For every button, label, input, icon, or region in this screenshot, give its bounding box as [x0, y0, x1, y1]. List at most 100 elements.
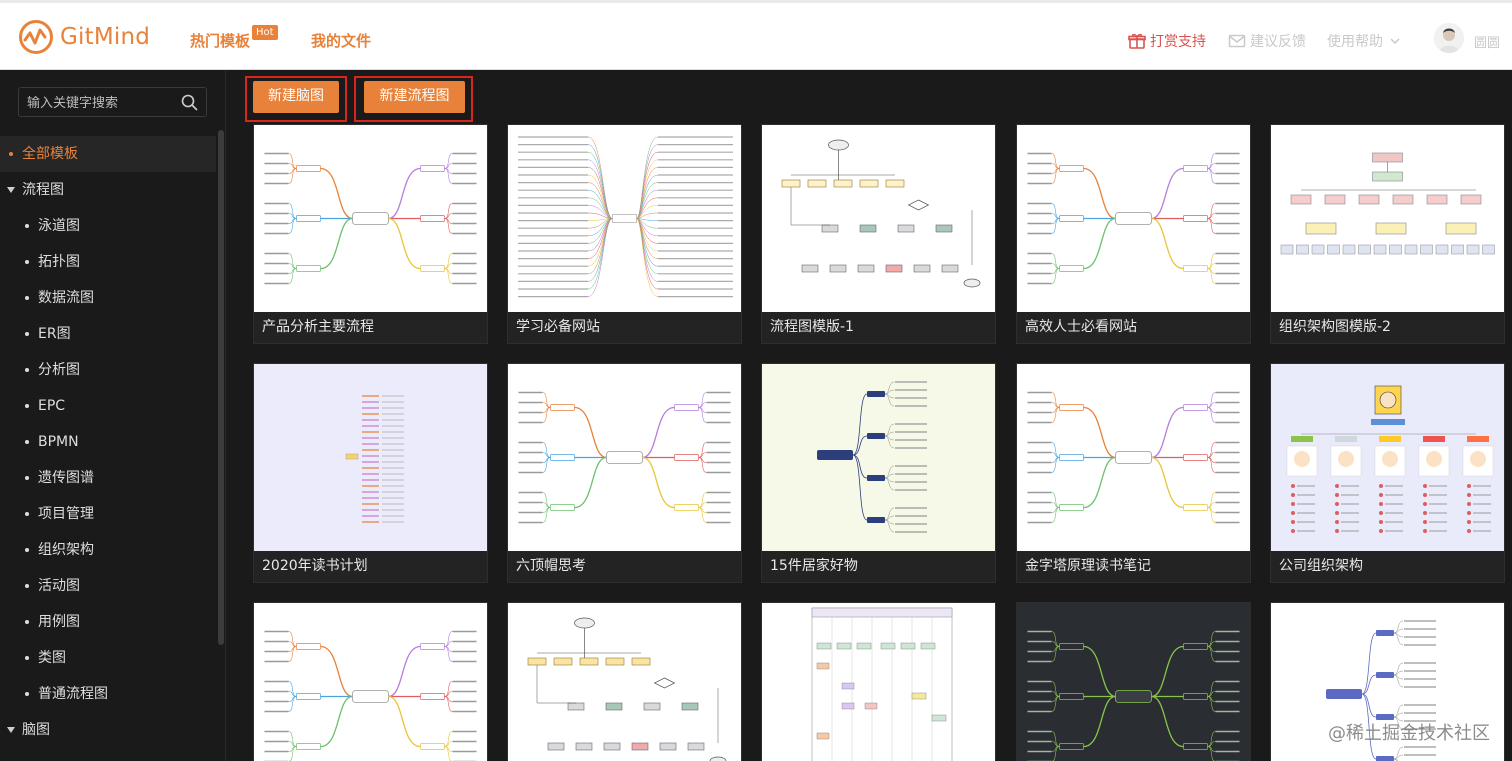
template-preview: [1027, 630, 1240, 761]
sidebar-item-swimlane[interactable]: 泳道图: [0, 208, 216, 244]
sidebar-item-er[interactable]: ER图: [0, 316, 216, 352]
highlight-box: [354, 76, 473, 122]
nav-my-files[interactable]: 我的文件: [311, 32, 372, 50]
sidebar-item-label: 组织架构: [38, 542, 94, 558]
template-preview: [811, 607, 953, 761]
username[interactable]: 圆圆: [1474, 36, 1501, 51]
template-preview: [1027, 391, 1240, 524]
new-flowchart-button[interactable]: 新建流程图: [364, 81, 465, 113]
sidebar-item-label: 遗传图谱: [38, 470, 94, 486]
mail-icon: [1228, 34, 1246, 48]
sidebar-item-label: 活动图: [38, 578, 80, 594]
template-thumbnail: [1271, 125, 1504, 312]
template-card[interactable]: 公司组织架构: [1270, 363, 1505, 583]
template-preview: [264, 630, 477, 761]
template-card[interactable]: 学习必备网站: [507, 124, 742, 344]
template-preview: [1280, 152, 1495, 255]
template-card[interactable]: 组织架构图模版-2: [1270, 124, 1505, 344]
sidebar-item-label: 拓扑图: [38, 254, 80, 270]
template-card[interactable]: 高效人士必看网站: [1016, 124, 1251, 344]
gitmind-logo-icon: [19, 20, 53, 54]
template-thumbnail: [508, 364, 741, 551]
search-icon[interactable]: [181, 94, 198, 111]
sidebar-item-genogram[interactable]: 遗传图谱: [0, 460, 216, 496]
template-card[interactable]: [507, 602, 742, 761]
template-card[interactable]: [253, 602, 488, 761]
template-title: 公司组织架构: [1279, 558, 1363, 574]
template-thumbnail: [254, 125, 487, 312]
sidebar-item-basic-flowchart[interactable]: 普通流程图: [0, 676, 216, 712]
template-thumbnail: [254, 364, 487, 551]
sidebar: 全部模板 流程图 泳道图 拓扑图 数据流图 ER图 分析图 EPC BPMN 遗…: [0, 70, 226, 761]
template-preview: [1286, 385, 1494, 533]
template-card[interactable]: [1016, 602, 1251, 761]
template-thumbnail: [762, 364, 995, 551]
help-label: 使用帮助: [1327, 34, 1383, 50]
template-title: 学习必备网站: [516, 319, 600, 335]
template-thumbnail: [762, 603, 995, 761]
sidebar-item-mindmap-group[interactable]: 脑图: [0, 712, 216, 748]
sidebar-item-org[interactable]: 组织架构: [0, 532, 216, 568]
template-thumbnail: [1017, 603, 1250, 761]
template-thumbnail: [508, 125, 741, 312]
template-card[interactable]: 六顶帽思考: [507, 363, 742, 583]
sidebar-item-activity[interactable]: 活动图: [0, 568, 216, 604]
template-card[interactable]: 2020年读书计划: [253, 363, 488, 583]
new-mindmap-button[interactable]: 新建脑图: [253, 81, 339, 113]
sidebar-item-analysis[interactable]: 分析图: [0, 352, 216, 388]
chevron-down-icon: [1390, 38, 1400, 45]
reward-link[interactable]: 打赏支持: [1128, 31, 1206, 51]
caret-down-icon: [7, 187, 15, 193]
feedback-link[interactable]: 建议反馈: [1228, 31, 1306, 51]
template-preview: [518, 391, 731, 524]
template-title: 2020年读书计划: [262, 558, 368, 574]
template-thumbnail: [762, 125, 995, 312]
sidebar-item-label: 类图: [38, 650, 66, 666]
template-thumbnail: [1017, 125, 1250, 312]
sidebar-item-flowchart-group[interactable]: 流程图: [0, 172, 216, 208]
template-title: 15件居家好物: [770, 558, 858, 574]
template-title: 六顶帽思考: [516, 558, 586, 574]
template-card[interactable]: 15件居家好物: [761, 363, 996, 583]
sidebar-item-label: 项目管理: [38, 506, 94, 522]
sidebar-item-epc[interactable]: EPC: [0, 388, 216, 424]
sidebar-item-label: 流程图: [22, 182, 64, 198]
template-gallery: 新建脑图 新建流程图 产品分析主要流程 学习必备网站 流程图模版-1 高效人士必看网站…: [226, 70, 1512, 761]
sidebar-item-all-templates[interactable]: 全部模板: [0, 136, 216, 172]
template-card[interactable]: 流程图模版-1: [761, 124, 996, 344]
sidebar-item-usecase[interactable]: 用例图: [0, 604, 216, 640]
template-preview: [1027, 152, 1240, 285]
sidebar-item-label: 分析图: [38, 362, 80, 378]
sidebar-item-project[interactable]: 项目管理: [0, 496, 216, 532]
user-avatar[interactable]: [1434, 23, 1464, 53]
sidebar-item-class[interactable]: 类图: [0, 640, 216, 676]
sidebar-item-label: 全部模板: [22, 146, 78, 162]
template-preview: [817, 381, 927, 533]
template-preview: [518, 136, 733, 298]
search-input[interactable]: [27, 92, 177, 114]
gitmind-logo[interactable]: GitMind: [18, 19, 150, 55]
template-card[interactable]: 金字塔原理读书笔记: [1016, 363, 1251, 583]
sidebar-item-label: EPC: [38, 398, 66, 414]
template-title: 金字塔原理读书笔记: [1025, 558, 1151, 574]
nav-popular-templates[interactable]: 热门模板: [190, 32, 251, 50]
caret-down-icon: [7, 727, 15, 733]
sidebar-item-label: 普通流程图: [38, 686, 108, 702]
template-title: 组织架构图模版-2: [1279, 319, 1391, 335]
help-menu[interactable]: 使用帮助: [1327, 31, 1401, 51]
gift-icon: [1128, 33, 1146, 49]
sidebar-item-dataflow[interactable]: 数据流图: [0, 280, 216, 316]
template-card[interactable]: 产品分析主要流程: [253, 124, 488, 344]
sidebar-item-label: 泳道图: [38, 218, 80, 234]
template-card[interactable]: [1270, 602, 1505, 761]
logo-text: GitMind: [60, 24, 151, 50]
sidebar-scrollbar[interactable]: [218, 130, 224, 645]
template-title: 产品分析主要流程: [262, 319, 374, 335]
template-card[interactable]: [761, 602, 996, 761]
template-title: 流程图模版-1: [770, 319, 854, 335]
sidebar-item-label: 用例图: [38, 614, 80, 630]
template-thumbnail: [254, 603, 487, 761]
template-preview: [345, 395, 404, 523]
sidebar-item-topology[interactable]: 拓扑图: [0, 244, 216, 280]
sidebar-item-bpmn[interactable]: BPMN: [0, 424, 216, 460]
